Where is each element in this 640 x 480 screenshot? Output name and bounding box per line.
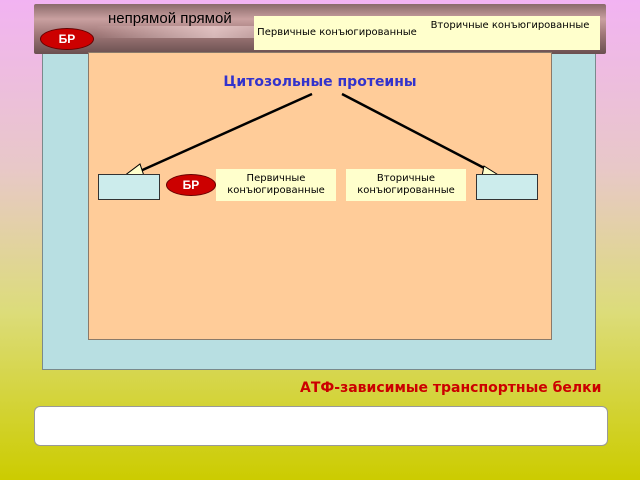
footer-box xyxy=(34,406,608,446)
header-label: непрямой прямой xyxy=(108,10,232,27)
header-br-badge: БР xyxy=(40,28,94,50)
panel-secondary-box: Вторичные конъюгированные xyxy=(346,169,466,201)
panel-primary-box: Первичные конъюгированные xyxy=(216,169,336,201)
panel-br-badge: БР xyxy=(166,174,216,196)
left-target-box xyxy=(98,174,160,200)
footer-title: АТФ-зависимые транспортные белки xyxy=(300,380,602,396)
header-secondary-box: Вторичные конъюгированные xyxy=(420,16,600,50)
header-primary-box: Первичные конъюгированные xyxy=(254,16,420,50)
panel-title: Цитозольные протеины xyxy=(223,74,417,90)
right-target-box xyxy=(476,174,538,200)
